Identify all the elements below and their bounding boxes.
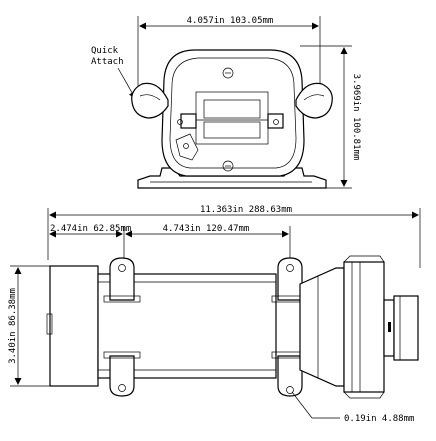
screw-left xyxy=(177,119,183,125)
housing-inner-rim xyxy=(169,57,297,169)
callout-quick: Quick xyxy=(91,46,119,56)
screw-bottom xyxy=(222,160,234,172)
head-bottom-lip xyxy=(343,391,385,399)
port-window-top xyxy=(203,99,261,119)
hole-leader-diag xyxy=(291,391,313,419)
quick-attach-right-knob[interactable] xyxy=(295,82,333,119)
side-height-dimension-label: 3.40in 86.38mm xyxy=(8,288,18,364)
quick-attach-left-knob[interactable] xyxy=(131,82,169,119)
callout-attach: Attach xyxy=(91,57,124,67)
spacing-dimension-label: 4.743in 120.47mm xyxy=(163,224,250,234)
end-cap-tab xyxy=(46,313,53,335)
right-bracket-top xyxy=(277,257,303,301)
screw-top xyxy=(222,67,234,79)
screw-right xyxy=(273,119,279,125)
right-knob-detail xyxy=(303,94,325,101)
fitting-mark xyxy=(388,322,391,332)
port-fitting xyxy=(393,295,419,361)
port-tab-left xyxy=(180,113,197,129)
left-bracket-bottom-flange xyxy=(103,351,141,359)
height-dimension-label: 3.969in 100.81mm xyxy=(351,74,361,161)
left-bracket-bottom-hole xyxy=(118,384,126,392)
terminal-post xyxy=(183,143,189,149)
side-view: 11.363in 288.63mm 2.474in 62.85mm 4.743i… xyxy=(8,205,421,424)
pump-head-block xyxy=(343,261,385,393)
overall-dimension-label: 11.363in 288.63mm xyxy=(200,205,292,215)
top-view: 4.057in 103.05mm 3.969in 100.81mm Quick … xyxy=(91,16,361,189)
left-bracket-top xyxy=(109,257,135,301)
left-bracket-top-flange xyxy=(103,295,141,303)
mounting-feet xyxy=(137,167,327,189)
right-bracket-bottom-hole xyxy=(286,386,294,394)
head-top-lip xyxy=(343,255,385,263)
terminal-bracket xyxy=(175,133,199,161)
hole-dimension-label: 0.19in 4.88mm xyxy=(344,414,414,424)
pump-head-taper xyxy=(299,267,345,387)
left-knob-detail xyxy=(139,94,161,101)
right-bracket-bottom xyxy=(277,355,303,397)
right-bracket-top-hole xyxy=(286,264,294,272)
port-tab-right xyxy=(267,113,284,129)
left-bracket-bottom xyxy=(109,355,135,397)
left-bracket-top-hole xyxy=(118,264,126,272)
port-window-bottom xyxy=(203,121,261,139)
pump-housing xyxy=(161,49,305,177)
offset-dimension-label: 2.474in 62.85mm xyxy=(50,224,131,234)
width-dimension-label: 4.057in 103.05mm xyxy=(187,16,274,26)
motor-end-cap xyxy=(49,265,99,387)
